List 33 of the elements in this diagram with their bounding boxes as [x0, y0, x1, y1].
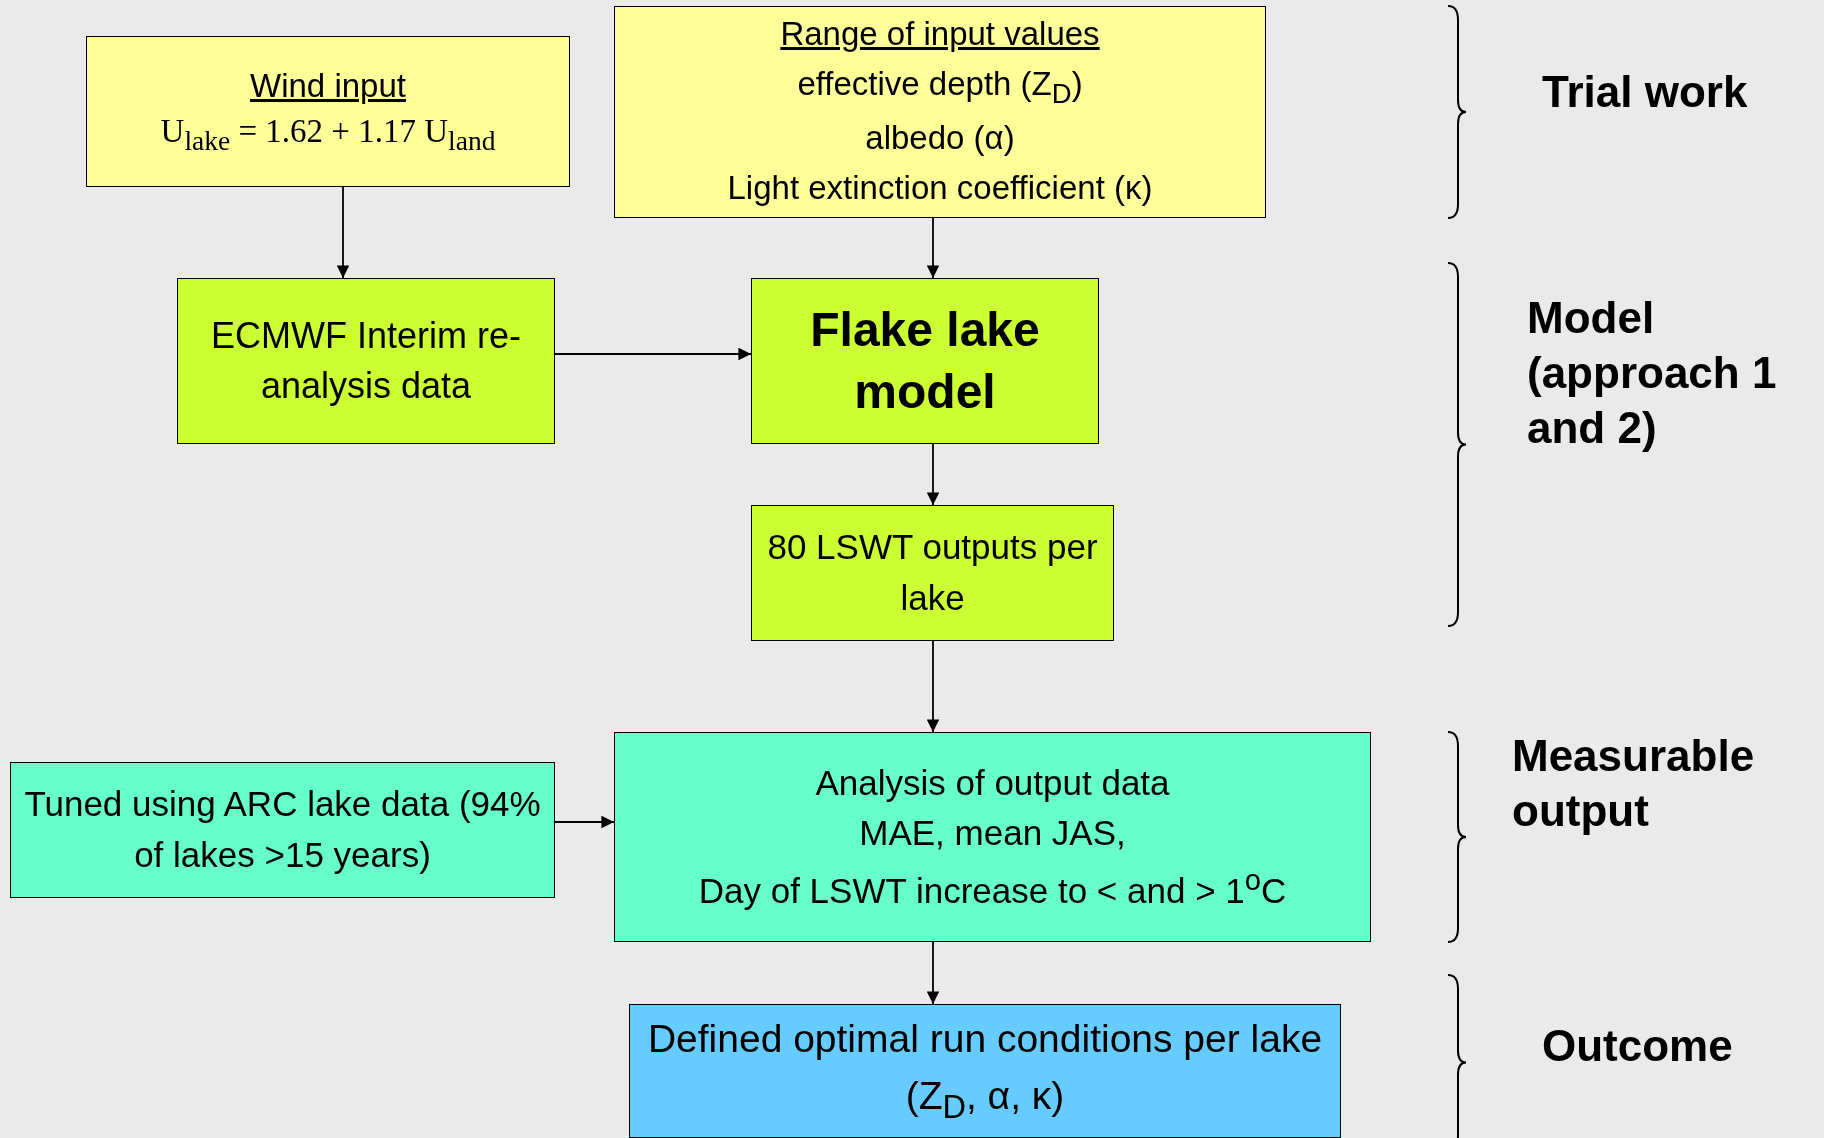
- box-text: albedo (α): [865, 118, 1015, 159]
- arrow: [926, 941, 940, 1005]
- box-text: MAE, mean JAS,: [859, 812, 1126, 855]
- box-text: U$_{lake}$ = 1.62 + 1.17 U$_{land}$: [160, 111, 496, 158]
- process-box: [629, 1004, 1341, 1138]
- arrow: [926, 443, 940, 506]
- box-text: Analysis of output data: [815, 761, 1170, 804]
- process-box: [86, 36, 570, 187]
- stage-label: Model (approach 1 and 2): [1527, 292, 1778, 454]
- stage-label: Outcome: [1542, 1020, 1733, 1072]
- box-text: effective depth (Z$_{D}$): [797, 63, 1083, 111]
- box-text: Defined optimal run conditions per lake (Z$_{D}$, α, κ): [646, 1016, 1324, 1127]
- process-box: [751, 505, 1114, 641]
- process-box: [751, 278, 1099, 444]
- stage-label: Trial work: [1542, 66, 1748, 118]
- box-text: Wind input: [250, 66, 406, 107]
- box-text: Tuned using ARC lake data (94% of lakes >15 years): [23, 783, 542, 876]
- arrow: [554, 347, 752, 361]
- process-box: [614, 6, 1266, 218]
- stage-label: Measurable output: [1512, 730, 1756, 837]
- process-box: [177, 278, 555, 444]
- box-text: Light extinction coefficient (κ): [727, 167, 1153, 208]
- process-box: [614, 732, 1371, 942]
- arrow: [554, 815, 615, 829]
- arrow: [926, 217, 940, 279]
- arrow: [926, 640, 940, 733]
- arrow: [336, 186, 350, 279]
- box-text: Day of LSWT increase to < and > 1$^{o}$C: [698, 863, 1287, 912]
- box-text: 80 LSWT outputs per lake: [766, 526, 1099, 619]
- process-box: [10, 762, 555, 898]
- box-text: ECMWF Interim re-analysis data: [210, 313, 522, 408]
- box-text: Range of input values: [780, 14, 1100, 54]
- box-text: Flake lake model: [809, 301, 1041, 420]
